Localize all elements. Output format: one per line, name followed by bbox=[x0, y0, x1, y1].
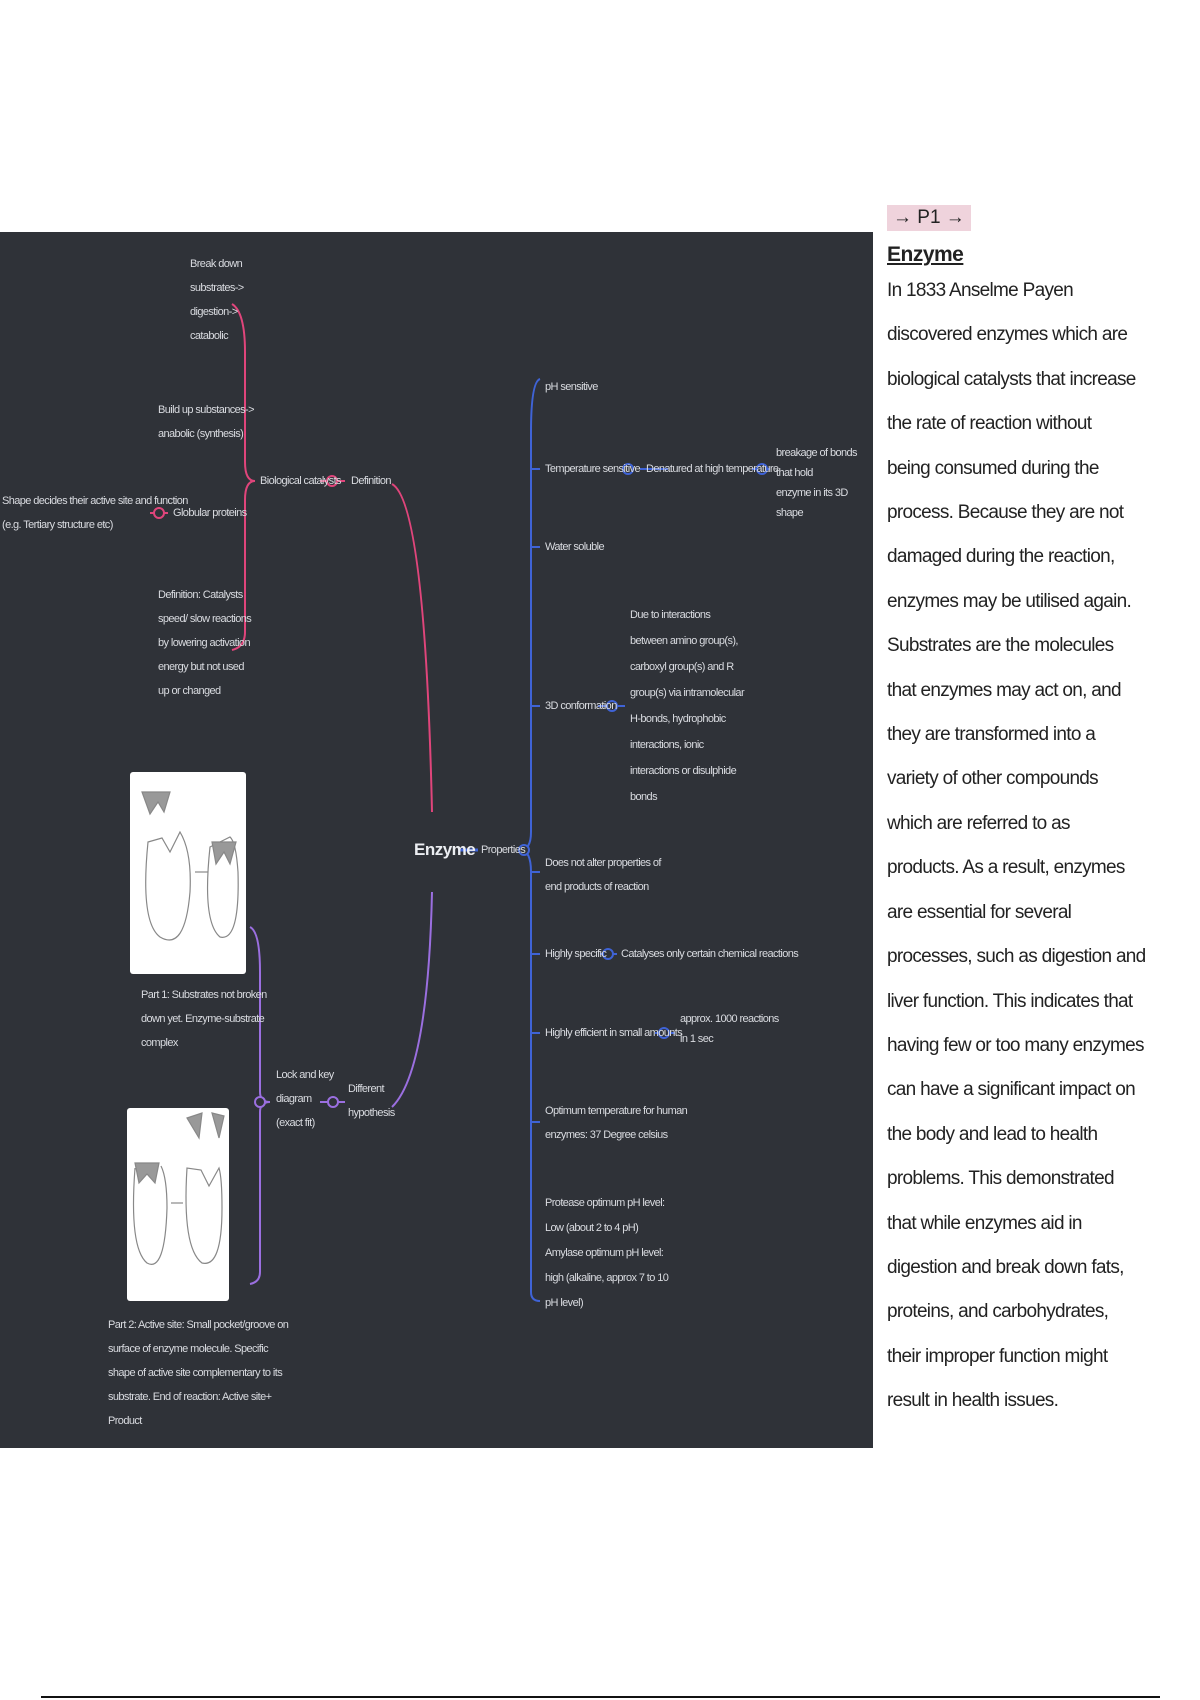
efficient-detail: approx. 1000 reactions in 1 sec bbox=[680, 1013, 779, 1045]
page-tag: → P1 → bbox=[887, 205, 971, 231]
footer-divider bbox=[41, 1696, 1160, 1698]
definition-node: Definition bbox=[351, 475, 391, 487]
globular-proteins-node: Globular proteins bbox=[173, 507, 247, 519]
definition-to-root bbox=[391, 483, 433, 813]
property-3d: 3D conformation bbox=[545, 700, 617, 712]
property-water: Water soluble bbox=[545, 541, 605, 553]
notes-body: In 1833 Anselme Payen discovered enzymes… bbox=[887, 280, 1146, 1412]
property-temperature: Temperature sensitive bbox=[545, 463, 641, 475]
part1-caption: Part 1: Substrates not broken down yet. … bbox=[141, 989, 267, 1049]
notes-title: Enzyme bbox=[887, 243, 964, 266]
specific-detail: Catalyses only certain chemical reaction… bbox=[621, 948, 799, 960]
denatured-node: Denatured at high temperature bbox=[646, 463, 779, 475]
property-optimum-temp: Optimum temperature for human enzymes: 3… bbox=[545, 1105, 688, 1141]
root-enzyme: Enzyme bbox=[414, 840, 476, 859]
root-to-hypothesis bbox=[391, 891, 433, 1108]
property-ph: pH sensitive bbox=[545, 381, 598, 393]
definition-brace bbox=[231, 303, 256, 651]
property-efficient: Highly efficient in small amounts bbox=[545, 1027, 683, 1039]
pink-node bbox=[153, 507, 165, 519]
catalyst-definition-node: Definition: Catalysts speed/ slow reacti… bbox=[158, 589, 252, 697]
property-specific: Highly specific bbox=[545, 948, 607, 960]
interactions-node: Due to interactions between amino group(… bbox=[630, 609, 745, 803]
pink-node bbox=[326, 475, 338, 487]
properties-node: Properties bbox=[481, 844, 526, 856]
property-ph-levels: Protease optimum pH level: Low (about 2 … bbox=[545, 1197, 669, 1309]
breakage-node: breakage of bonds that hold enzyme in it… bbox=[776, 447, 858, 519]
lock-key-diagram-part1 bbox=[130, 772, 246, 974]
shape-node: Shape decides their active site and func… bbox=[2, 495, 188, 531]
enzyme-mindmap: Break down substrates-> digestion-> cata… bbox=[0, 232, 873, 1448]
hypothesis-brace bbox=[249, 926, 271, 1285]
lock-key-diagram-part2 bbox=[127, 1108, 229, 1301]
catabolic-node: Break down substrates-> digestion-> cata… bbox=[190, 258, 244, 342]
biological-catalysts-node: Biological catalysts bbox=[260, 475, 342, 487]
mindmap-connectors bbox=[150, 303, 770, 1302]
anabolic-node: Build up substances-> anabolic (synthesi… bbox=[158, 404, 255, 440]
property-end-products: Does not alter properties of end product… bbox=[545, 857, 661, 893]
notes-column: → P1 → Enzyme In 1833 Anselme Payen disc… bbox=[887, 205, 1187, 1424]
lock-key-node: Lock and key diagram (exact fit) bbox=[276, 1069, 334, 1129]
part2-caption: Part 2: Active site: Small pocket/groove… bbox=[108, 1319, 289, 1427]
different-hypothesis-node: Different hypothesis bbox=[348, 1083, 395, 1119]
